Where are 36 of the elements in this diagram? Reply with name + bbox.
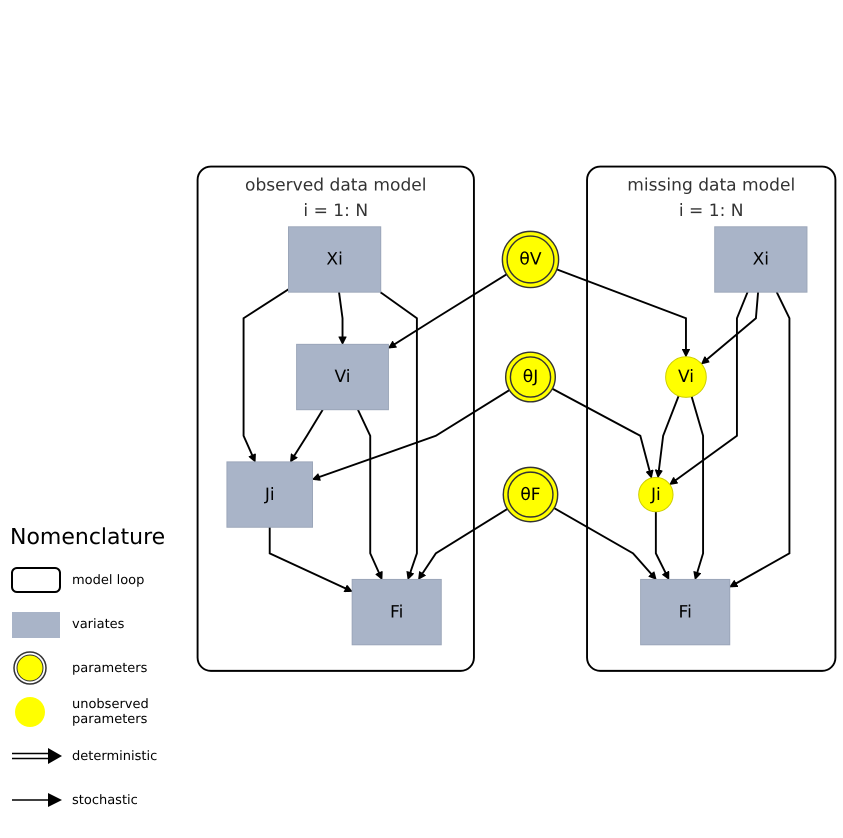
arrow — [312, 390, 510, 482]
node-box: Xi — [288, 226, 382, 293]
arrow — [669, 292, 748, 486]
node-box: Fi — [640, 579, 730, 646]
legend-label: deterministic — [72, 748, 158, 764]
legend-label: stochastic — [72, 792, 138, 808]
arrow — [556, 268, 690, 358]
arrow — [338, 292, 347, 345]
arrow — [357, 410, 383, 580]
arrow — [654, 512, 670, 580]
arrow — [729, 292, 790, 588]
arrow — [554, 508, 657, 580]
legend-label: unobserved parameters — [72, 697, 150, 727]
node-circle: θF — [502, 466, 558, 523]
arrow — [701, 292, 760, 365]
node-circle: θJ — [504, 352, 556, 403]
node-box: Fi — [352, 579, 442, 646]
arrow — [268, 528, 353, 592]
arrow — [654, 396, 680, 478]
arrow — [418, 508, 508, 580]
arrow — [690, 396, 704, 580]
arrow — [290, 410, 324, 462]
node-circle: Vi — [665, 356, 707, 398]
arrow — [388, 274, 508, 349]
node-box: Ji — [226, 462, 313, 528]
legend-title: Nomenclature — [10, 525, 166, 550]
legend-label: model loop — [72, 572, 144, 588]
arrow — [380, 292, 418, 580]
arrow — [242, 288, 289, 462]
legend-label: parameters — [72, 660, 148, 676]
node-circle: Ji — [638, 477, 674, 513]
node-box: Vi — [296, 344, 389, 410]
arrow — [552, 388, 654, 479]
node-circle: θV — [502, 230, 560, 289]
node-box: Xi — [714, 226, 808, 293]
legend-label: variates — [72, 616, 124, 632]
